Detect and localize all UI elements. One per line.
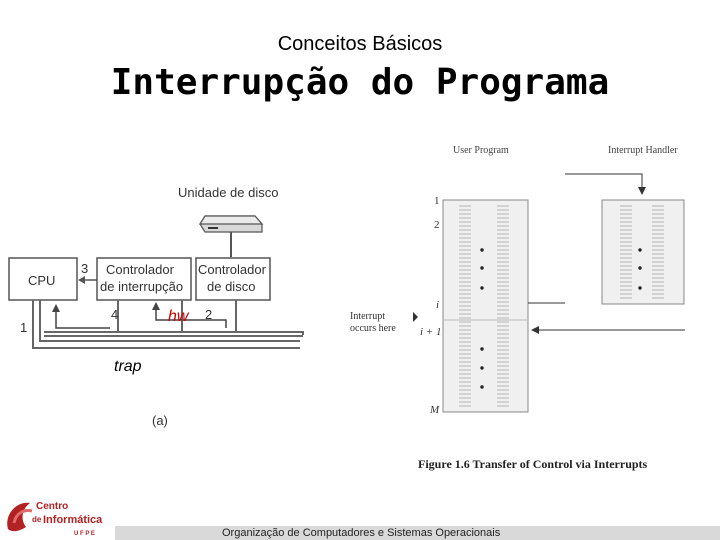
footer-text: Organização de Computadores e Sistemas O…	[222, 527, 501, 539]
handler-entry-arrow	[565, 173, 643, 190]
interrupt-handler-heading: Interrupt Handler	[608, 145, 678, 156]
disk-unit-label: Unidade de disco	[178, 185, 278, 200]
interrupt-occurs-label-2: occurs here	[350, 323, 396, 334]
step-1-label: 1	[20, 320, 27, 335]
row-i-label: i	[436, 299, 439, 311]
interrupt-occurs-label-1: Interrupt	[350, 311, 385, 322]
logo-line-2: Informática	[43, 514, 103, 526]
trap-label: trap	[114, 358, 142, 375]
row-m-label: M	[429, 404, 440, 416]
cin-logo: Centro de Informática U F P E	[7, 501, 103, 537]
step-3-label: 3	[81, 261, 88, 276]
slide-subtitle: Conceitos Básicos	[277, 33, 443, 55]
hw-label: hw	[168, 308, 190, 325]
left-diagram-caption: (a)	[152, 413, 168, 428]
logo-swirl-icon	[7, 502, 33, 532]
cpu-label: CPU	[28, 273, 55, 288]
step-2-label: 2	[205, 307, 212, 322]
footer-bar	[115, 526, 720, 540]
slide-title: Interrupção do Programa	[110, 62, 610, 103]
interrupt-handler-box	[601, 199, 685, 305]
disk-controller-label-1: Controlador	[198, 262, 267, 277]
figure-caption: Figure 1.6 Transfer of Control via Inter…	[418, 457, 648, 471]
arrow-4	[55, 308, 110, 329]
disk-icon	[198, 215, 264, 233]
step-4-label: 4	[111, 307, 118, 322]
row-2-label: 2	[434, 219, 440, 231]
user-program-box	[442, 199, 529, 413]
transfer-of-control-figure: User Program Interrupt Handler 1 2 i i +…	[350, 145, 685, 471]
interrupt-controller-label-1: Controlador	[106, 262, 175, 277]
interrupt-pointer-icon	[413, 312, 418, 322]
logo-line-1: Centro	[36, 501, 68, 512]
user-program-lines	[459, 205, 509, 407]
system-bus	[32, 300, 304, 349]
logo-prefix: de	[32, 515, 42, 524]
row-i1-label: i + 1	[420, 326, 441, 338]
interrupt-hardware-diagram: Unidade de disco CPU Controlador de inte…	[8, 185, 304, 428]
cpu-box	[8, 257, 78, 301]
arrow-2	[155, 306, 227, 328]
logo-line-3: U F P E	[74, 531, 95, 537]
disk-controller-label-2: de disco	[207, 279, 255, 294]
interrupt-controller-label-2: de interrupção	[100, 279, 183, 294]
user-program-heading: User Program	[453, 145, 509, 156]
row-1-label: 1	[434, 195, 440, 207]
disk-controller-box	[195, 257, 271, 301]
interrupt-controller-box	[96, 257, 192, 301]
